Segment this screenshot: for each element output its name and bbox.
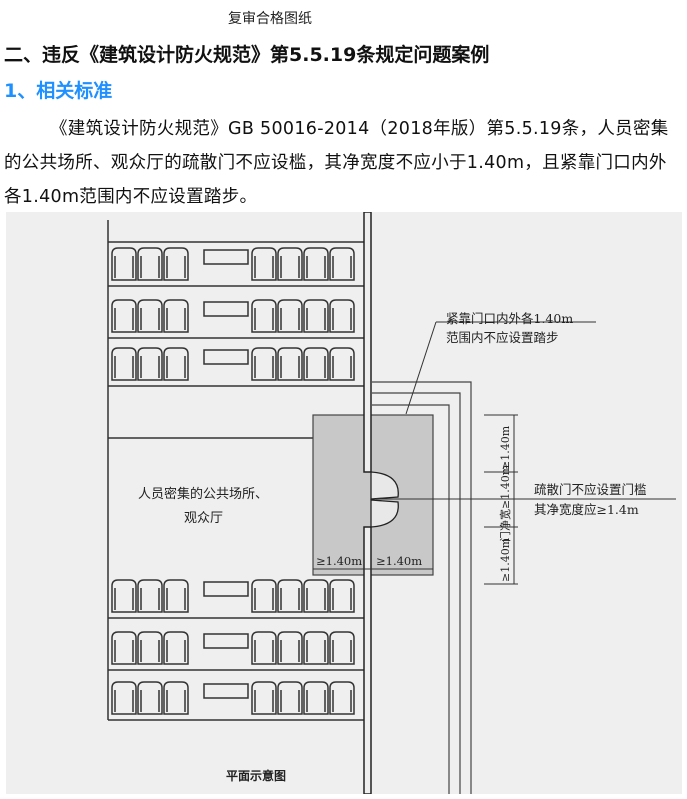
seat-icon xyxy=(111,681,137,715)
seat-icon xyxy=(303,299,329,333)
seat-icon xyxy=(303,247,329,281)
dim-vertical-top: ≥1.40m xyxy=(499,425,512,470)
aisle-step xyxy=(203,633,249,649)
aisle-step xyxy=(203,301,249,317)
section-heading: 二、违反《建筑设计防火规范》第5.5.19条规定问题案例 xyxy=(4,44,490,66)
dim-left-label: ≥1.40m xyxy=(316,554,362,568)
approval-stamp-text: 复审合格图纸 xyxy=(228,11,312,27)
seat-icon xyxy=(277,681,303,715)
dim-vertical-bottom: ≥1.40m xyxy=(499,537,512,582)
seat-icon xyxy=(137,247,163,281)
dim-right-label: ≥1.40m xyxy=(376,554,422,568)
seat-icon xyxy=(303,347,329,381)
seat-icon xyxy=(277,579,303,613)
seat-icon xyxy=(163,247,189,281)
room-label-line1: 人员密集的公共场所、 xyxy=(138,486,268,502)
seat-icon xyxy=(137,299,163,333)
standard-paragraph: 《建筑设计防火规范》GB 50016-2014（2018年版）第5.5.19条，… xyxy=(4,119,669,207)
seat-icon xyxy=(329,347,355,381)
seat-icon xyxy=(137,681,163,715)
seat-icon xyxy=(163,347,189,381)
floor-plan-figure: 紧靠门口内外各1.40m 范围内不应设置踏步 疏散门不应设置门槛 其净宽度应≥1… xyxy=(6,211,682,795)
seat-icon xyxy=(251,247,277,281)
room-label-line2: 观众厅 xyxy=(184,511,223,526)
seat-icon xyxy=(277,299,303,333)
floor-plan-diagram: 紧靠门口内外各1.40m 范围内不应设置踏步 疏散门不应设置门槛 其净宽度应≥1… xyxy=(6,211,682,795)
seat-icon xyxy=(111,299,137,333)
seat-icon xyxy=(329,681,355,715)
seat-icon xyxy=(277,631,303,665)
seat-icon xyxy=(163,681,189,715)
seat-icon xyxy=(303,579,329,613)
figure-caption: 平面示意图 xyxy=(226,768,286,783)
subsection-heading: 1、相关标准 xyxy=(4,80,113,102)
dim-vertical-middle: 门净宽≥1.40m xyxy=(498,464,512,542)
seat-icon xyxy=(111,247,137,281)
note-top-line2: 范围内不应设置踏步 xyxy=(446,330,559,345)
seat-icon xyxy=(111,579,137,613)
seat-icon xyxy=(251,579,277,613)
seat-icon xyxy=(251,299,277,333)
seat-icon xyxy=(277,247,303,281)
seat-icon xyxy=(251,631,277,665)
aisle-step xyxy=(203,349,249,365)
seat-icon xyxy=(137,631,163,665)
note-right-line2: 其净宽度应≥1.4m xyxy=(534,502,639,517)
seat-icon xyxy=(163,299,189,333)
seat-icon xyxy=(303,631,329,665)
seat-icon xyxy=(329,247,355,281)
seat-icon xyxy=(137,579,163,613)
aisle-step xyxy=(203,683,249,699)
seat-icon xyxy=(251,347,277,381)
note-top-line1: 紧靠门口内外各1.40m xyxy=(446,311,573,326)
seat-icon xyxy=(137,347,163,381)
note-right-line1: 疏散门不应设置门槛 xyxy=(534,482,647,497)
aisle-step xyxy=(203,581,249,597)
aisle-step xyxy=(203,249,249,265)
seat-icon xyxy=(277,347,303,381)
seat-icon xyxy=(251,681,277,715)
seat-icon xyxy=(329,631,355,665)
seat-icon xyxy=(329,579,355,613)
seat-icon xyxy=(163,631,189,665)
seat-icon xyxy=(163,579,189,613)
seat-icon xyxy=(111,347,137,381)
seat-icon xyxy=(303,681,329,715)
seat-icon xyxy=(329,299,355,333)
seat-icon xyxy=(111,631,137,665)
